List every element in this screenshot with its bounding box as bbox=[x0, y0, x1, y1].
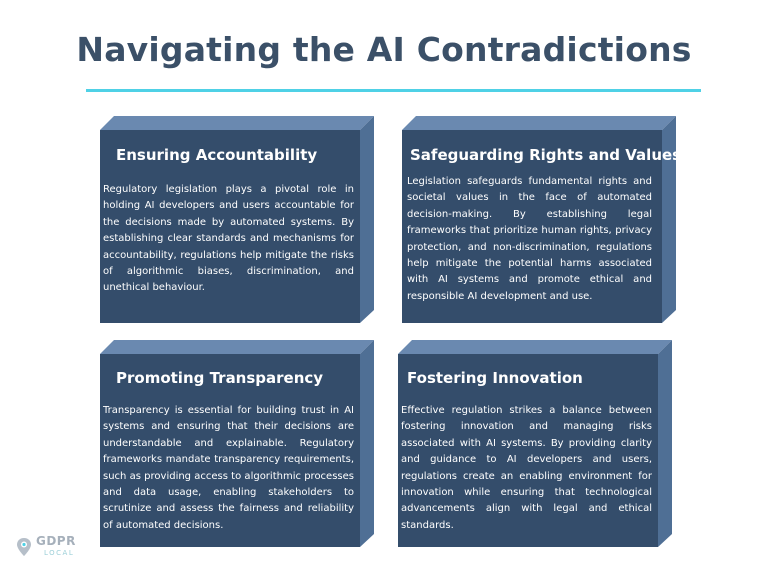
card-box-shape bbox=[100, 340, 374, 547]
map-pin-icon bbox=[17, 538, 31, 556]
card-body: Regulatory legislation plays a pivotal r… bbox=[103, 184, 354, 294]
card-ensuring-accountability: Ensuring Accountability Regulatory legis… bbox=[100, 116, 375, 324]
card-box-shape bbox=[100, 116, 374, 323]
card-heading: Fostering Innovation bbox=[407, 369, 583, 387]
card-box-shape bbox=[398, 340, 672, 547]
card-promoting-transparency: Promoting Transparency Transparency is e… bbox=[100, 340, 375, 548]
card-heading: Ensuring Accountability bbox=[116, 146, 318, 164]
card-heading: Safeguarding Rights and Values bbox=[410, 146, 682, 164]
card-box-shape bbox=[402, 116, 676, 323]
card-fostering-innovation: Fostering Innovation Effective regulatio… bbox=[398, 340, 673, 548]
title-divider bbox=[86, 89, 701, 92]
card-body: Effective regulation strikes a balance b… bbox=[401, 405, 652, 531]
card-heading: Promoting Transparency bbox=[116, 369, 324, 387]
logo-subtitle: LOCAL bbox=[44, 549, 75, 557]
card-body: Legislation safeguards fundamental right… bbox=[407, 176, 652, 302]
gdpr-local-logo: GDPR LOCAL bbox=[16, 534, 86, 564]
page-title: Navigating the AI Contradictions bbox=[76, 30, 692, 69]
card-safeguarding-rights: Safeguarding Rights and Values Legislati… bbox=[402, 116, 681, 324]
card-body: Transparency is essential for building t… bbox=[103, 405, 354, 531]
logo-name: GDPR bbox=[36, 534, 76, 548]
